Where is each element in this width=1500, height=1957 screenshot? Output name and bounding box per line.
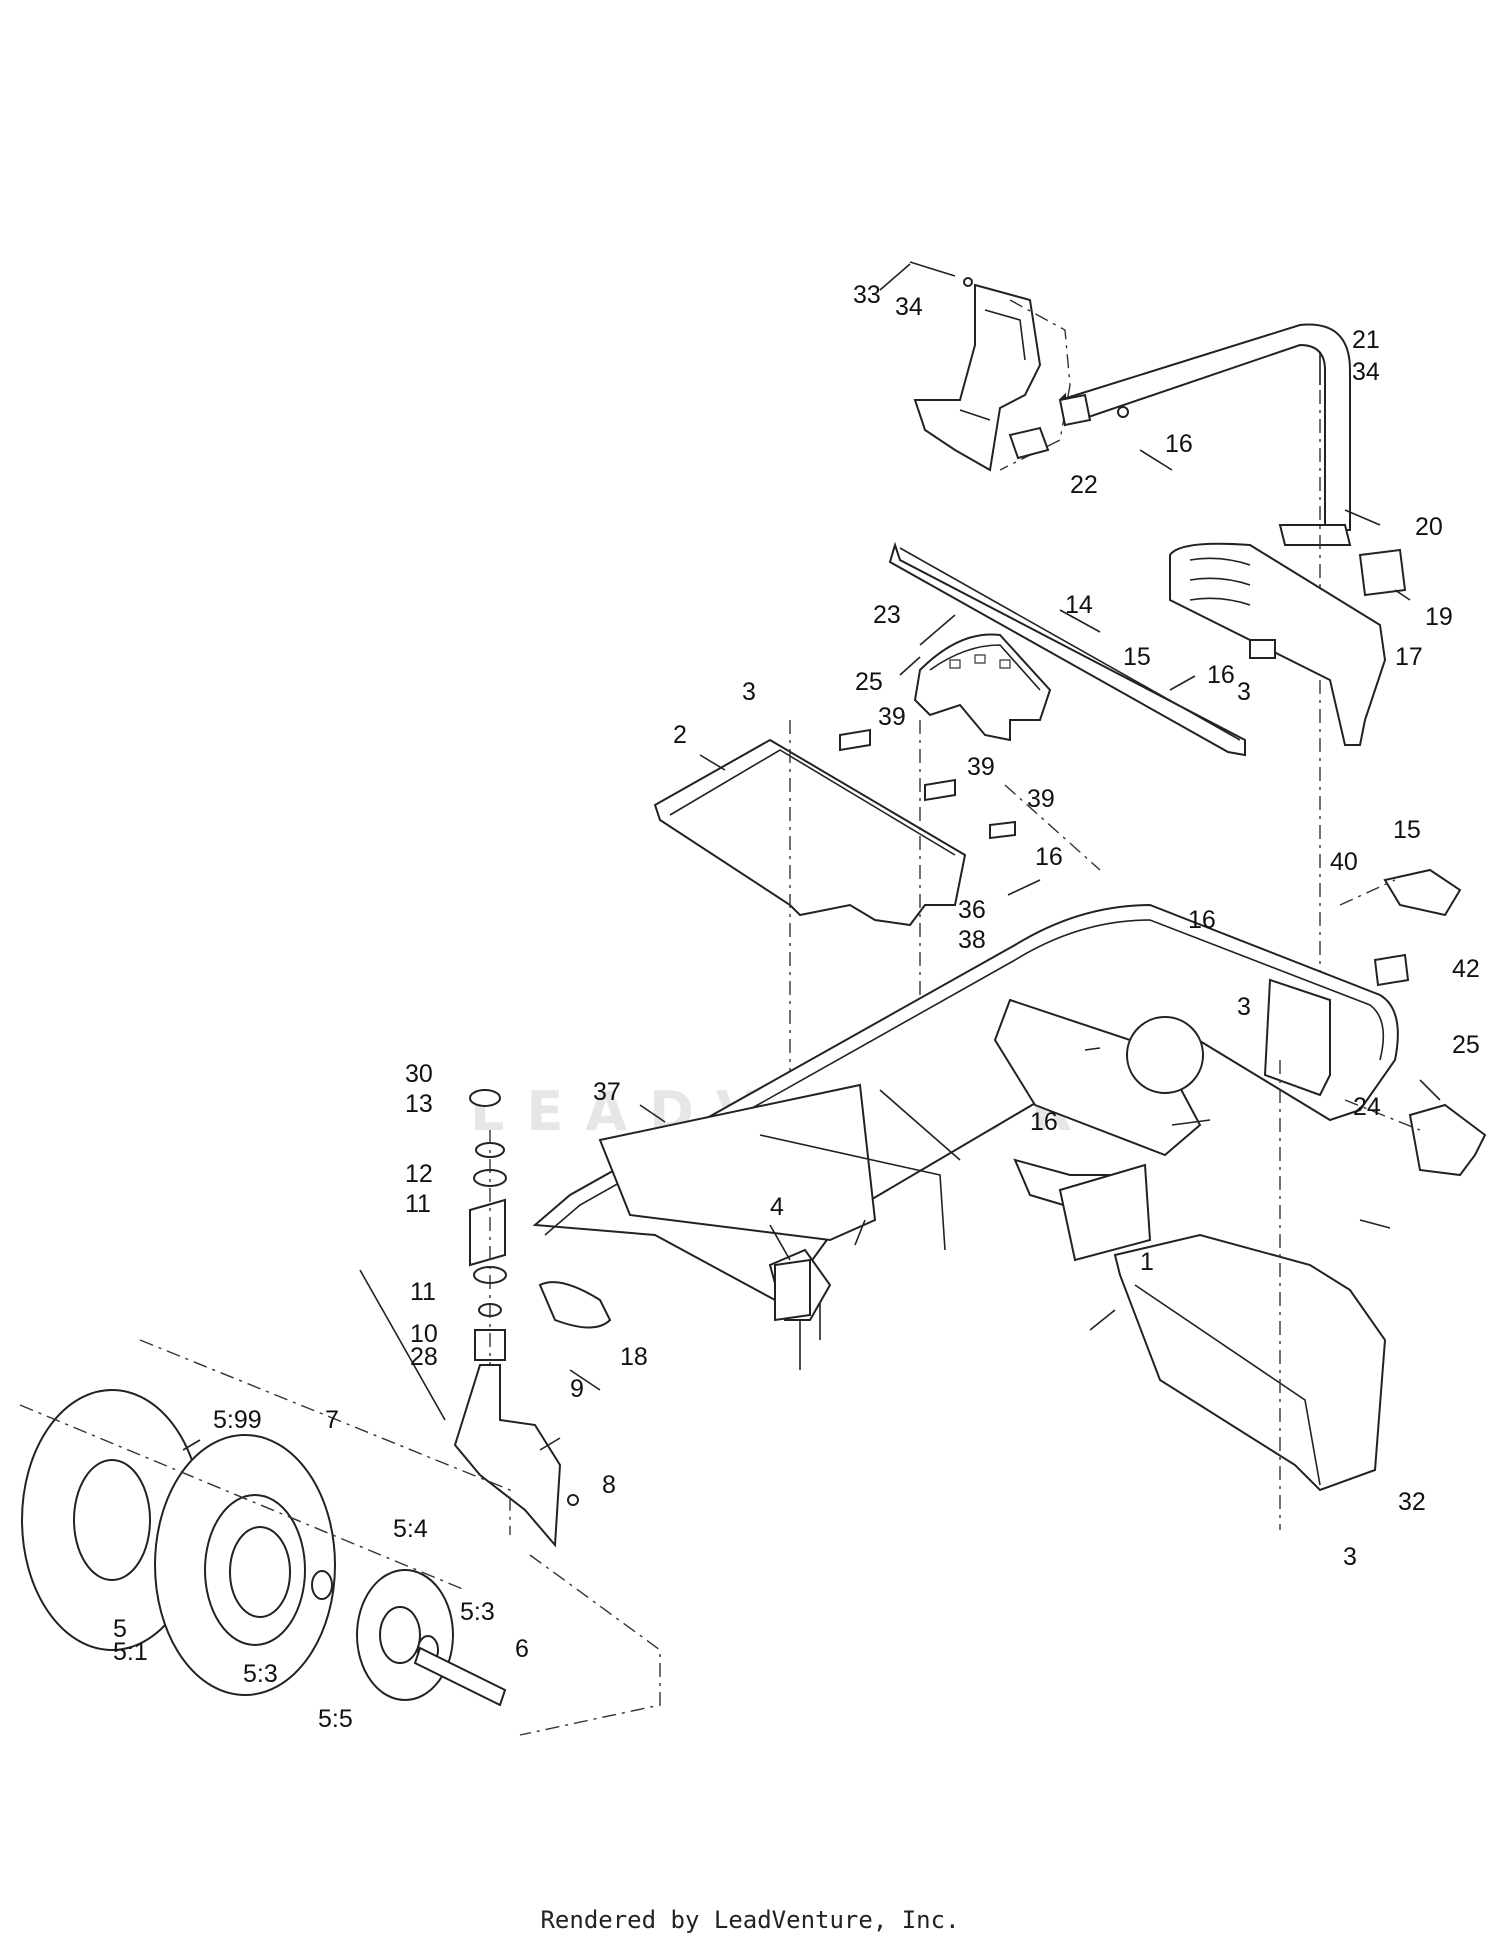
- callout-11: 11: [410, 1278, 436, 1306]
- callout-18: 18: [620, 1343, 648, 1371]
- cap-22: [1008, 426, 1050, 460]
- shield-32: [1113, 1233, 1387, 1492]
- callout-3: 3: [742, 678, 756, 706]
- callout-5-1: 5:1: [113, 1638, 148, 1666]
- callout-3: 3: [1237, 993, 1251, 1021]
- callout-4: 4: [770, 1193, 784, 1221]
- callout-39: 39: [878, 703, 906, 731]
- nut-16: [1117, 406, 1129, 418]
- axle-6: [413, 1646, 507, 1707]
- bolt-33: [909, 261, 956, 277]
- nut-8: [567, 1494, 579, 1506]
- callout-10: 10: [410, 1320, 438, 1348]
- handle-bar-20: [1058, 323, 1352, 546]
- decal-42: [1373, 953, 1410, 987]
- callout-6: 6: [515, 1635, 529, 1663]
- hub-5-5: [356, 1569, 454, 1701]
- callout-21: 21: [1352, 326, 1380, 354]
- callout-28: 28: [410, 1343, 438, 1371]
- pads-39: [839, 728, 1016, 840]
- callout-5-3: 5:3: [460, 1598, 495, 1626]
- callout-16: 16: [1188, 906, 1216, 934]
- callout-5-99: 5:99: [213, 1406, 262, 1434]
- callout-3: 3: [1237, 678, 1251, 706]
- callout-23: 23: [873, 601, 901, 629]
- bearing-5-3-left: [311, 1570, 333, 1600]
- bracket-40: [1383, 868, 1462, 917]
- callout-25: 25: [855, 668, 883, 696]
- decal-19: [1358, 548, 1407, 597]
- callout-2: 2: [673, 721, 687, 749]
- side-plate-17: [1169, 542, 1387, 746]
- callout-19: 19: [1425, 603, 1453, 631]
- callout-9: 9: [570, 1375, 584, 1403]
- callout-5: 5: [113, 1615, 127, 1643]
- callout-11: 11: [405, 1190, 431, 1218]
- callout-15: 15: [1123, 643, 1151, 671]
- callout-39: 39: [1027, 785, 1055, 813]
- fork-9: [453, 1364, 562, 1548]
- seat-bracket: [913, 283, 1071, 472]
- callout-37: 37: [593, 1078, 621, 1106]
- callout-38: 38: [958, 926, 986, 954]
- callout-16: 16: [1207, 661, 1235, 689]
- callout-12: 12: [405, 1160, 433, 1188]
- floor-pan-2: [653, 738, 967, 927]
- callout-32: 32: [1398, 1488, 1426, 1516]
- logo-decal-18: [538, 1281, 612, 1329]
- dust-cap-30: [469, 1089, 501, 1107]
- callout-1: 1: [1140, 1248, 1154, 1276]
- caster-tube: [469, 1198, 506, 1267]
- grille-23: [913, 633, 1052, 742]
- callout-8: 8: [602, 1471, 616, 1499]
- callout-16: 16: [1030, 1108, 1058, 1136]
- main-frame-1: [532, 903, 1399, 1370]
- callout-34: 34: [895, 293, 923, 321]
- callout-5-3: 5:3: [243, 1660, 278, 1688]
- callout-22: 22: [1070, 471, 1098, 499]
- callout-13: 13: [405, 1090, 433, 1118]
- callout-5-4: 5:4: [393, 1515, 428, 1543]
- callout-16: 16: [1035, 843, 1063, 871]
- callout-42: 42: [1452, 955, 1480, 983]
- callout-36: 36: [958, 896, 986, 924]
- seat-rail-14: [888, 541, 1246, 757]
- callout-39: 39: [967, 753, 995, 781]
- callout-16: 16: [1165, 430, 1193, 458]
- callout-20: 20: [1415, 513, 1443, 541]
- callout-40: 40: [1330, 848, 1358, 876]
- cover-24: [1408, 1103, 1487, 1177]
- rendered-by-footer: Rendered by LeadVenture, Inc.: [540, 1906, 960, 1934]
- leader-lines: [182, 263, 1441, 1451]
- callout-17: 17: [1395, 643, 1423, 671]
- callout-33: 33: [853, 281, 881, 309]
- callout-7: 7: [325, 1406, 339, 1434]
- callout-34: 34: [1352, 358, 1380, 386]
- callout-5-5: 5:5: [318, 1705, 353, 1733]
- axle-bolt-7: [359, 1269, 446, 1421]
- callout-25: 25: [1452, 1031, 1480, 1059]
- callout-3: 3: [1343, 1543, 1357, 1571]
- callout-30: 30: [405, 1060, 433, 1088]
- callout-14: 14: [1065, 591, 1093, 619]
- callout-24: 24: [1353, 1093, 1381, 1121]
- caster-tube-right: [774, 1258, 811, 1322]
- wheel-5: [154, 1434, 336, 1696]
- washer-34: [963, 277, 973, 287]
- callout-15: 15: [1393, 816, 1421, 844]
- pin-15: [1169, 675, 1196, 691]
